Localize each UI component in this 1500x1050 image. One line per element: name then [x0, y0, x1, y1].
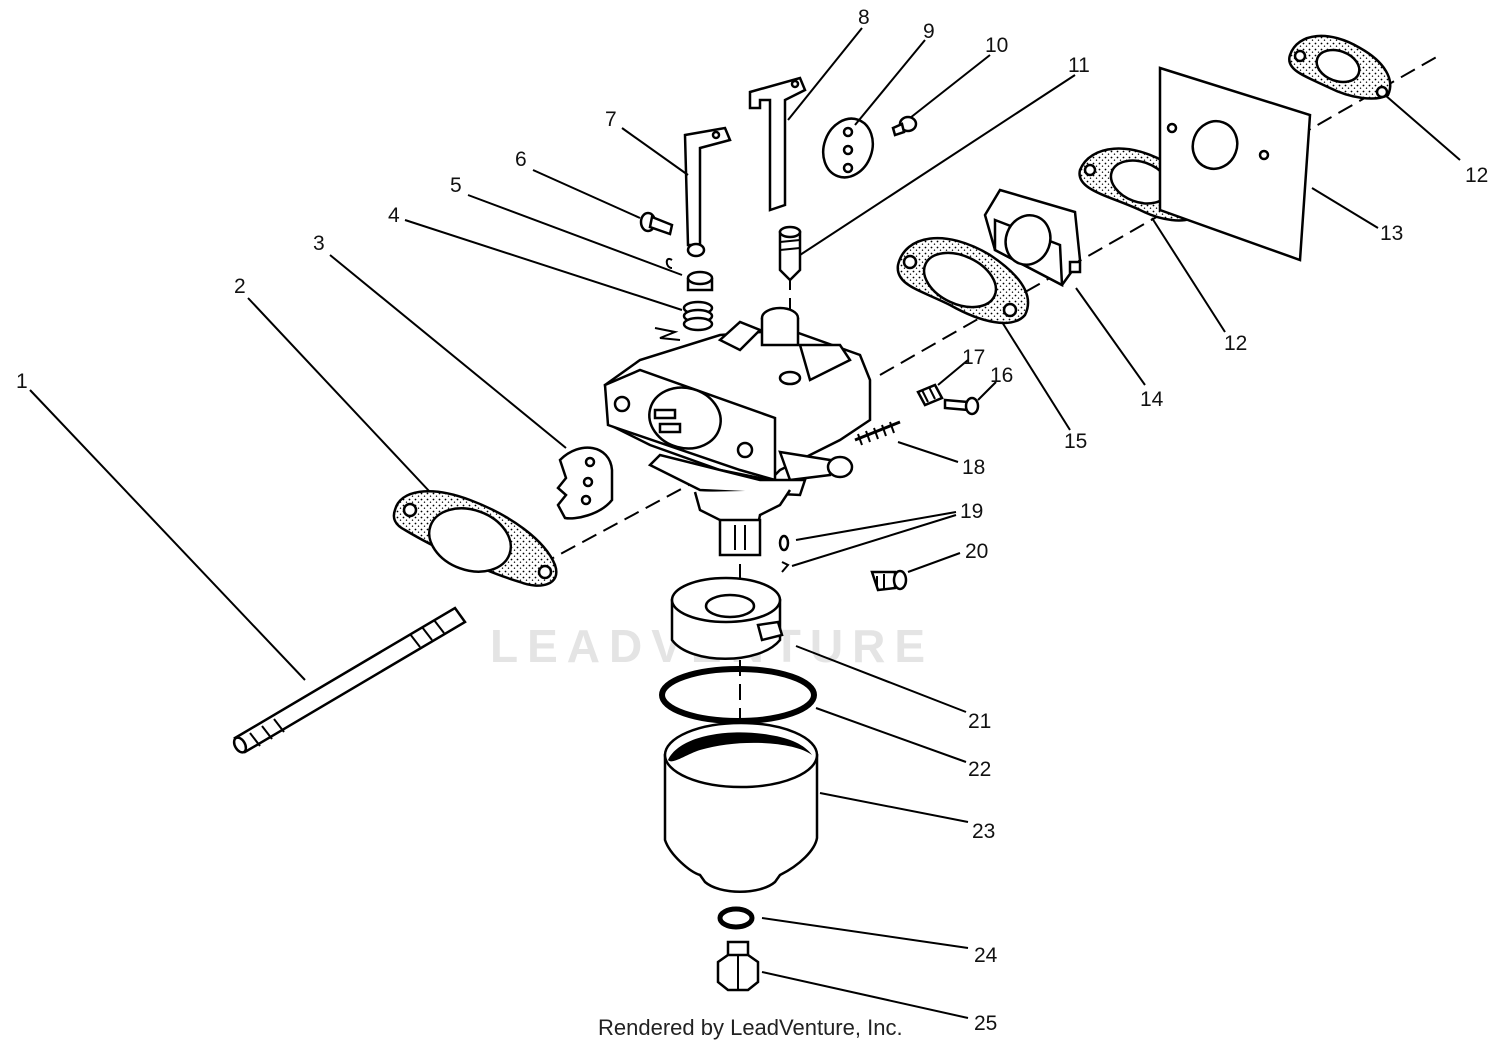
callout-24: 24 [974, 944, 998, 967]
part-8-shaft [748, 76, 807, 212]
callout-12-lower: 12 [1224, 332, 1247, 355]
part-21-float [670, 576, 784, 660]
part-10-screw [891, 115, 918, 137]
callout-4: 4 [388, 204, 400, 227]
part-5-cap [665, 257, 714, 292]
part-14-spacer [983, 188, 1082, 288]
callout-labels: 1 2 3 4 5 6 7 8 9 10 11 12 13 12 14 15 1… [16, 6, 1488, 1035]
footer-credit: Rendered by LeadVenture, Inc. [598, 1015, 903, 1040]
callout-7: 7 [605, 108, 617, 131]
callout-1: 1 [16, 370, 28, 393]
callout-14: 14 [1140, 388, 1164, 411]
callout-12-upper: 12 [1465, 164, 1488, 187]
part-9-plate [821, 117, 875, 179]
part-15-gasket [896, 236, 1030, 325]
part-11-needle [778, 225, 802, 282]
callout-18: 18 [962, 456, 985, 479]
part-20-screw [870, 569, 908, 592]
part-17-spring [916, 383, 944, 407]
part-18-spring [854, 420, 901, 446]
callout-13: 13 [1380, 222, 1403, 245]
callout-11: 11 [1068, 54, 1090, 77]
part-4-spring [654, 300, 714, 341]
callout-3: 3 [313, 232, 325, 255]
part-16-screw [943, 396, 980, 416]
callout-19: 19 [960, 500, 983, 523]
callout-2: 2 [234, 275, 246, 298]
part-25-bolt [716, 940, 760, 992]
part-6-screw [639, 211, 674, 236]
part-19-pin [778, 534, 790, 573]
part-12-gasket-upper [1287, 34, 1392, 100]
callout-9: 9 [923, 20, 935, 43]
part-22-o-ring [659, 666, 817, 724]
callout-5: 5 [450, 174, 462, 197]
part-1-stud [232, 606, 467, 754]
part-7-shaft [683, 126, 732, 258]
callout-17: 17 [962, 346, 985, 369]
part-24-washer [717, 906, 755, 930]
callout-8: 8 [858, 6, 870, 29]
callout-leaders [29, 27, 1461, 1019]
callout-20: 20 [965, 540, 988, 563]
callout-16: 16 [990, 364, 1013, 387]
carburetor-body [603, 306, 872, 557]
callout-21: 21 [968, 710, 991, 733]
callout-23: 23 [972, 820, 995, 843]
part-13-plate [1158, 66, 1312, 262]
part-23-bowl [663, 721, 819, 893]
part-2-gasket [392, 490, 558, 587]
callout-10: 10 [985, 34, 1008, 57]
part-3-plate [556, 446, 614, 520]
callout-22: 22 [968, 758, 991, 781]
callout-6: 6 [515, 148, 527, 171]
callout-25: 25 [974, 1012, 997, 1035]
callout-15: 15 [1064, 430, 1087, 453]
